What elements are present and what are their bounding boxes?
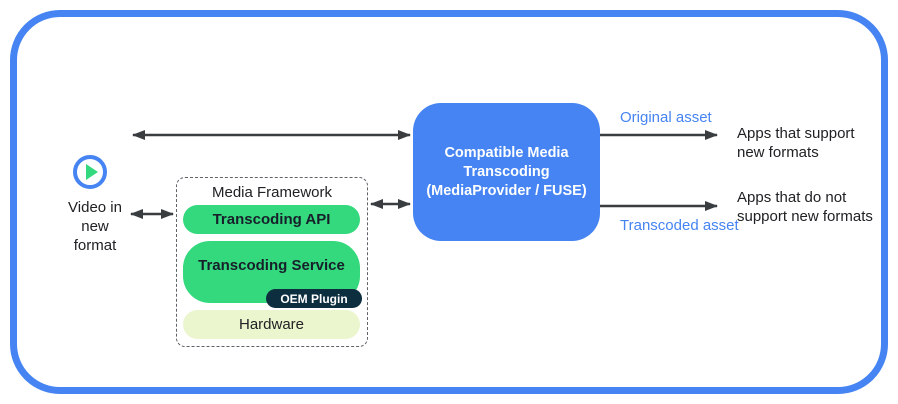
apps-support-label: Apps that support new formats [737, 124, 855, 162]
apps-no-support-line: Apps that do not [737, 189, 847, 206]
transcoder-title-line: Transcoding [463, 163, 550, 180]
apps-no-support-line: support new formats [737, 208, 873, 225]
transcoder-title-line: Compatible Media [444, 144, 569, 161]
source-video-label: Video in new format [53, 198, 137, 255]
play-icon [73, 155, 107, 189]
source-video-line: new [81, 218, 109, 235]
transcoding-api-pill: Transcoding API [183, 205, 360, 234]
apps-support-line: Apps that support [737, 125, 855, 142]
original-asset-label: Original asset [620, 109, 712, 126]
apps-support-line: new formats [737, 144, 819, 161]
media-framework-box: Media Framework Transcoding API Transcod… [176, 177, 368, 347]
apps-no-support-label: Apps that do not support new formats [737, 188, 873, 226]
media-framework-title: Media Framework [211, 184, 333, 201]
source-video-line: Video in [68, 199, 122, 216]
play-triangle-glyph [85, 164, 98, 180]
transcoded-asset-label: Transcoded asset [620, 217, 739, 234]
transcoder-title-line: (MediaProvider / FUSE) [426, 182, 587, 199]
oem-plugin-pill: OEM Plugin [266, 289, 362, 308]
hardware-pill: Hardware [183, 310, 360, 339]
diagram-border-frame [10, 10, 888, 394]
source-video-line: format [73, 237, 117, 254]
compatible-media-transcoding-box: Compatible Media Transcoding (MediaProvi… [413, 103, 600, 241]
